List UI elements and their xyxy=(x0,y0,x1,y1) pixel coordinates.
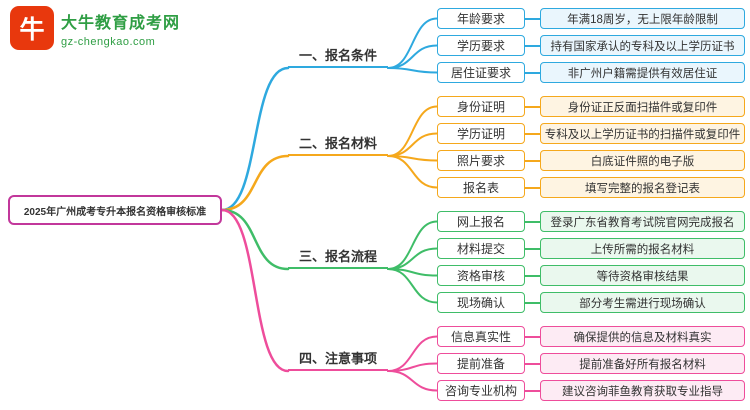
root-topic: 2025年广州成考专升本报名资格审核标准 xyxy=(8,195,222,225)
item-row: 材料提交 上传所需的报名材料 xyxy=(437,238,745,259)
item-value: 身份证正反面扫描件或复印件 xyxy=(540,96,745,117)
item-row: 网上报名 登录广东省教育考试院官网完成报名 xyxy=(437,211,745,232)
item-label: 咨询专业机构 xyxy=(437,380,525,401)
connector-branch1-item3 xyxy=(387,67,438,74)
item-label: 资格审核 xyxy=(437,265,525,286)
connector-branch3-item2 xyxy=(387,247,438,270)
connector-label-value xyxy=(525,44,540,47)
connector-label-value xyxy=(525,362,540,365)
connector-label-value xyxy=(525,389,540,392)
connector-label-value xyxy=(525,186,540,189)
connector-label-value xyxy=(525,247,540,250)
item-row: 咨询专业机构 建议咨询菲鱼教育获取专业指导 xyxy=(437,380,745,401)
item-label: 材料提交 xyxy=(437,238,525,259)
item-value: 提前准备好所有报名材料 xyxy=(540,353,745,374)
item-row: 现场确认 部分考生需进行现场确认 xyxy=(437,292,745,313)
item-label: 学历要求 xyxy=(437,35,525,56)
item-row: 提前准备 提前准备好所有报名材料 xyxy=(437,353,745,374)
branch-4-notes: 四、注意事项 xyxy=(288,349,388,371)
item-label: 报名表 xyxy=(437,177,525,198)
connector-label-value xyxy=(525,220,540,223)
logo-url: gz-chengkao.com xyxy=(61,35,156,48)
connector-branch3-item1 xyxy=(387,220,438,270)
connector-branch1-item2 xyxy=(387,44,438,69)
connector-root-branch-4 xyxy=(220,208,290,373)
connector-branch4-item2 xyxy=(387,362,438,372)
item-label: 提前准备 xyxy=(437,353,525,374)
item-row: 资格审核 等待资格审核结果 xyxy=(437,265,745,286)
connector-branch4-item3 xyxy=(387,370,438,392)
connector-label-value xyxy=(525,105,540,108)
connector-label-value xyxy=(525,159,540,162)
logo-text: 大牛教育成考网 gz-chengkao.com xyxy=(61,9,180,48)
connector-branch2-item2 xyxy=(387,132,438,157)
item-row: 身份证明 身份证正反面扫描件或复印件 xyxy=(437,96,745,117)
connector-label-value xyxy=(525,301,540,304)
connector-branch2-item4 xyxy=(387,155,438,189)
item-row: 学历证明 专科及以上学历证书的扫描件或复印件 xyxy=(437,123,745,144)
item-value: 白底证件照的电子版 xyxy=(540,150,745,171)
item-label: 身份证明 xyxy=(437,96,525,117)
item-label: 照片要求 xyxy=(437,150,525,171)
item-value: 年满18周岁，无上限年龄限制 xyxy=(540,8,745,29)
logo-title: 大牛教育成考网 xyxy=(61,14,181,32)
connector-branch1-item1 xyxy=(387,17,438,69)
item-label: 居住证要求 xyxy=(437,62,525,83)
item-label: 年龄要求 xyxy=(437,8,525,29)
branch-1-conditions: 一、报名条件 xyxy=(288,46,388,68)
item-row: 照片要求 白底证件照的电子版 xyxy=(437,150,745,171)
connector-root-branch-3 xyxy=(220,208,290,271)
item-row: 居住证要求 非广州户籍需提供有效居住证 xyxy=(437,62,745,83)
item-value: 持有国家承认的专科及以上学历证书 xyxy=(540,35,745,56)
item-value: 专科及以上学历证书的扫描件或复印件 xyxy=(540,123,745,144)
connector-label-value xyxy=(525,17,540,20)
connector-root-branch-1 xyxy=(220,66,290,212)
branch-3-process: 三、报名流程 xyxy=(288,247,388,269)
connector-label-value xyxy=(525,71,540,74)
connector-label-value xyxy=(525,335,540,338)
item-row: 信息真实性 确保提供的信息及材料真实 xyxy=(437,326,745,347)
connector-branch2-item1 xyxy=(387,105,438,157)
logo: 牛 大牛教育成考网 gz-chengkao.com xyxy=(10,6,180,50)
item-label: 网上报名 xyxy=(437,211,525,232)
connector-branch4-item1 xyxy=(387,335,438,372)
connector-label-value xyxy=(525,132,540,135)
branch-2-materials: 二、报名材料 xyxy=(288,134,388,156)
item-row: 学历要求 持有国家承认的专科及以上学历证书 xyxy=(437,35,745,56)
item-value: 等待资格审核结果 xyxy=(540,265,745,286)
item-value: 非广州户籍需提供有效居住证 xyxy=(540,62,745,83)
bull-icon: 牛 xyxy=(10,6,54,50)
connector-root-branch-2 xyxy=(220,154,290,212)
item-label: 现场确认 xyxy=(437,292,525,313)
item-label: 学历证明 xyxy=(437,123,525,144)
item-value: 登录广东省教育考试院官网完成报名 xyxy=(540,211,745,232)
connector-branch3-item4 xyxy=(387,268,438,304)
item-value: 部分考生需进行现场确认 xyxy=(540,292,745,313)
item-row: 年龄要求 年满18周岁，无上限年龄限制 xyxy=(437,8,745,29)
item-value: 建议咨询菲鱼教育获取专业指导 xyxy=(540,380,745,401)
item-label: 信息真实性 xyxy=(437,326,525,347)
item-row: 报名表 填写完整的报名登记表 xyxy=(437,177,745,198)
connector-label-value xyxy=(525,274,540,277)
item-value: 填写完整的报名登记表 xyxy=(540,177,745,198)
item-value: 确保提供的信息及材料真实 xyxy=(540,326,745,347)
item-value: 上传所需的报名材料 xyxy=(540,238,745,259)
